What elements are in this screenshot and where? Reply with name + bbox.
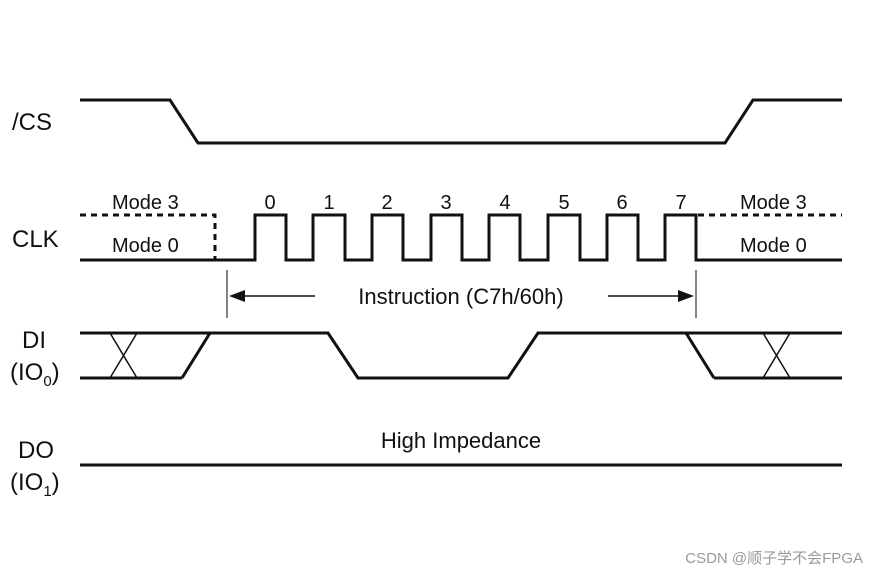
clk-mode3-idle-left	[80, 213, 217, 260]
bit-label-0: 0	[264, 192, 275, 214]
di-waveform	[182, 331, 686, 380]
clk-mode0-right-label: Mode 0	[740, 235, 807, 257]
di-io-label: (IO0)	[10, 359, 60, 390]
cs-waveform	[80, 98, 842, 145]
watermark-text: CSDN @顺子学不会FPGA	[685, 550, 863, 567]
di-cross-right-b	[762, 332, 791, 379]
clk-waveform	[80, 213, 842, 262]
instruction-arrowhead-left	[229, 290, 245, 302]
clk-mode3-left-label: Mode 3	[112, 192, 179, 214]
do-state-label: High Impedance	[381, 428, 541, 453]
bit-label-3: 3	[440, 192, 451, 214]
bit-label-7: 7	[675, 192, 686, 214]
instruction-label: Instruction (C7h/60h)	[358, 284, 563, 309]
di-cross-left-b	[109, 332, 138, 379]
clk-signal-label: CLK	[12, 226, 59, 253]
bit-label-1: 1	[323, 192, 334, 214]
bit-label-2: 2	[381, 192, 392, 214]
bit-label-6: 6	[616, 192, 627, 214]
instruction-arrowhead-right	[678, 290, 694, 302]
bit-label-5: 5	[558, 192, 569, 214]
clk-mode0-left-label: Mode 0	[112, 235, 179, 257]
do-signal-label: DO	[18, 437, 54, 464]
bit-label-4: 4	[499, 192, 510, 214]
di-signal-label: DI	[22, 327, 46, 354]
di-right-transition	[684, 332, 716, 379]
di-left-transition	[180, 332, 212, 379]
cs-signal-label: /CS	[12, 109, 52, 136]
clk-mode3-right-label: Mode 3	[740, 192, 807, 214]
do-io-label: (IO1)	[10, 469, 60, 500]
